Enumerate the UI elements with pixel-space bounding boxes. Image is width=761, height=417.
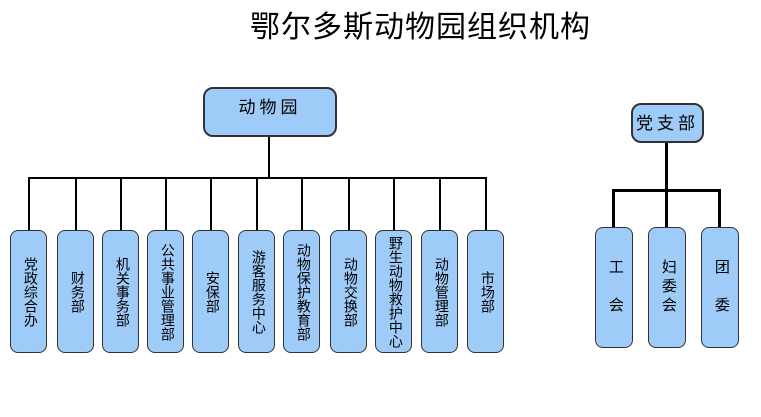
dept-box-animal-protection-education: 动物保护教育部	[283, 230, 320, 353]
connector-drop	[393, 177, 395, 230]
connector-drop	[718, 189, 721, 227]
dept-label: 财务部	[68, 270, 84, 313]
connector-drop	[256, 177, 258, 230]
connector-drop	[301, 177, 303, 230]
dept-label: 机关事务部	[113, 256, 129, 327]
dept-box-finance: 财务部	[57, 230, 94, 353]
dept-label: 动物保护教育部	[294, 242, 310, 341]
connector-drop	[75, 177, 77, 230]
party-branch-root-box: 党支部	[631, 103, 704, 143]
party-branch-root-label: 党支部	[636, 114, 699, 133]
dept-label: 公共事业管理部	[158, 242, 174, 341]
connector-zoo-stem	[268, 136, 270, 178]
dept-label: 游客服务中心	[249, 249, 265, 334]
connector-drop	[210, 177, 212, 230]
zoo-root-label: 动物园	[238, 98, 302, 117]
dept-box-organ-affairs: 机关事务部	[102, 230, 139, 353]
connector-drop	[28, 177, 30, 230]
dept-box-animal-management: 动物管理部	[421, 230, 458, 353]
connector-drop	[439, 177, 441, 230]
chart-title: 鄂尔多斯动物园组织机构	[250, 11, 591, 44]
dept-box-public-utilities-mgmt: 公共事业管理部	[147, 230, 184, 353]
dept-label: 野生动物救护中心	[386, 235, 402, 348]
dept-label: 妇委会	[659, 259, 676, 316]
connector-drop	[665, 189, 668, 227]
dept-label: 动物交换部	[341, 256, 357, 327]
party-box-womens-committee: 妇委会	[648, 227, 686, 348]
connector-party-stem	[665, 142, 668, 191]
party-box-labor-union: 工 会	[595, 227, 633, 348]
connector-drop	[485, 177, 487, 230]
party-box-youth-league: 团 委	[701, 227, 739, 348]
dept-label: 安保部	[203, 270, 219, 313]
dept-label: 工 会	[606, 259, 623, 316]
connector-drop	[348, 177, 350, 230]
connector-drop	[165, 177, 167, 230]
dept-label: 动物管理部	[432, 256, 448, 327]
connector-drop	[612, 189, 615, 227]
dept-box-security: 安保部	[192, 230, 229, 353]
dept-label: 团 委	[712, 259, 729, 316]
dept-box-party-gov-office: 党政综合办	[10, 230, 47, 353]
dept-box-marketing: 市场部	[467, 230, 504, 353]
dept-box-visitor-service-center: 游客服务中心	[238, 230, 275, 353]
zoo-root-box: 动物园	[203, 87, 337, 137]
connector-drop	[120, 177, 122, 230]
dept-label: 党政综合办	[21, 256, 37, 327]
dept-box-animal-exchange: 动物交换部	[330, 230, 367, 353]
dept-box-wildlife-rescue-center: 野生动物救护中心	[375, 230, 412, 353]
dept-label: 市场部	[478, 270, 494, 313]
